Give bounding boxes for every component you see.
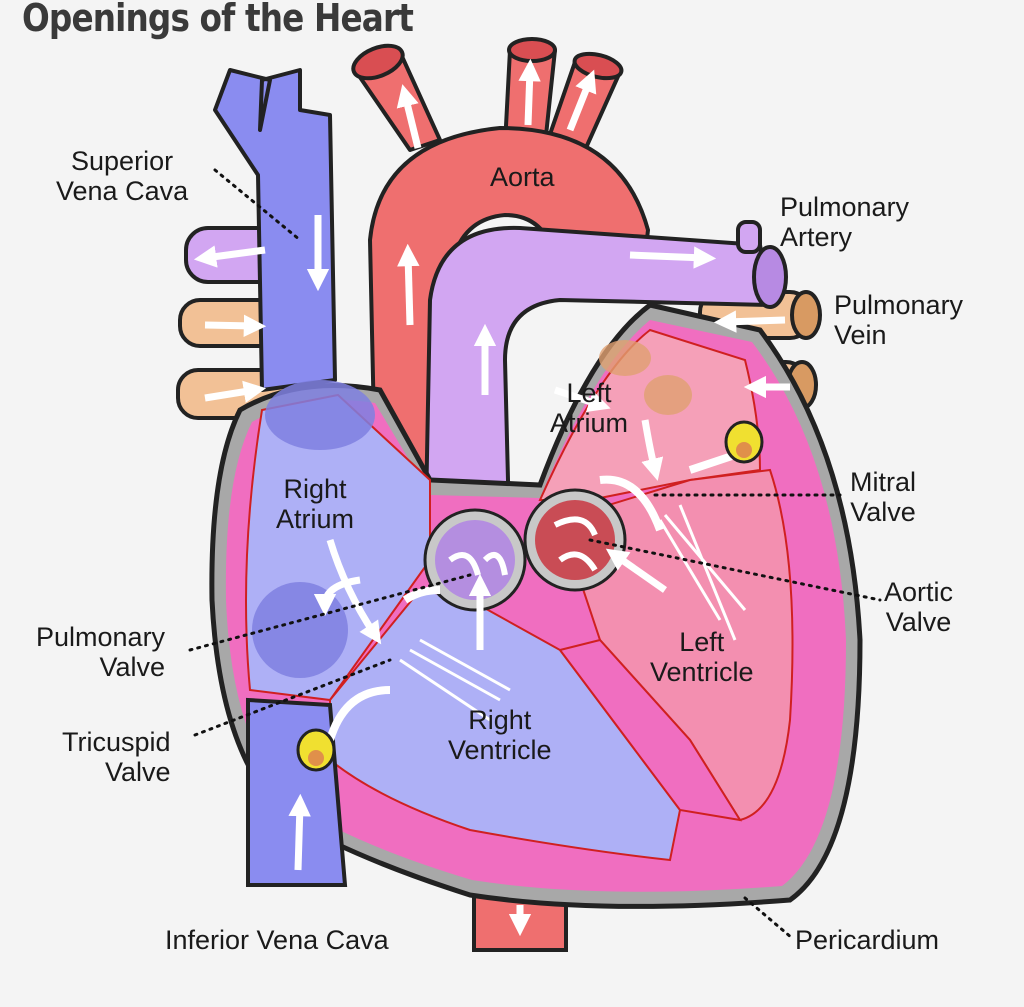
pulmonary-valve-shape — [423, 508, 527, 612]
label-inferior-vena-cava: Inferior Vena Cava — [165, 925, 389, 955]
conduction-nodes — [296, 420, 764, 772]
label-mitral-valve: Mitral Valve — [850, 467, 916, 527]
diagram-title: Openings of the Heart — [22, 0, 414, 40]
left-atrium-openings — [599, 340, 692, 415]
label-aorta: Aorta — [490, 162, 555, 192]
label-right-ventricle: Right Ventricle — [448, 705, 552, 765]
label-right-atrium: Right Atrium — [276, 474, 355, 534]
label-tricuspid-valve: Tricuspid Valve — [62, 727, 171, 787]
aortic-valve-shape — [523, 488, 627, 592]
label-pericardium: Pericardium — [795, 925, 940, 955]
tricuspid-valve-shape — [326, 586, 511, 742]
label-pulmonary-vein: Pulmonary Vein — [834, 290, 964, 350]
label-pulmonary-valve: Pulmonary Valve — [36, 622, 166, 682]
label-superior-vena-cava: Superior Vena Cava — [56, 146, 189, 206]
label-left-atrium: Left Atrium — [550, 378, 629, 438]
pulmonary-artery-vessel — [423, 220, 788, 562]
label-pulmonary-artery: Pulmonary Artery — [780, 192, 910, 252]
heart-body — [209, 302, 863, 909]
leader-lines — [188, 168, 882, 940]
blood-flow-arrows — [193, 58, 790, 937]
label-left-ventricle: Left Ventricle — [650, 627, 754, 687]
label-aortic-valve: Aortic Valve — [884, 577, 954, 637]
